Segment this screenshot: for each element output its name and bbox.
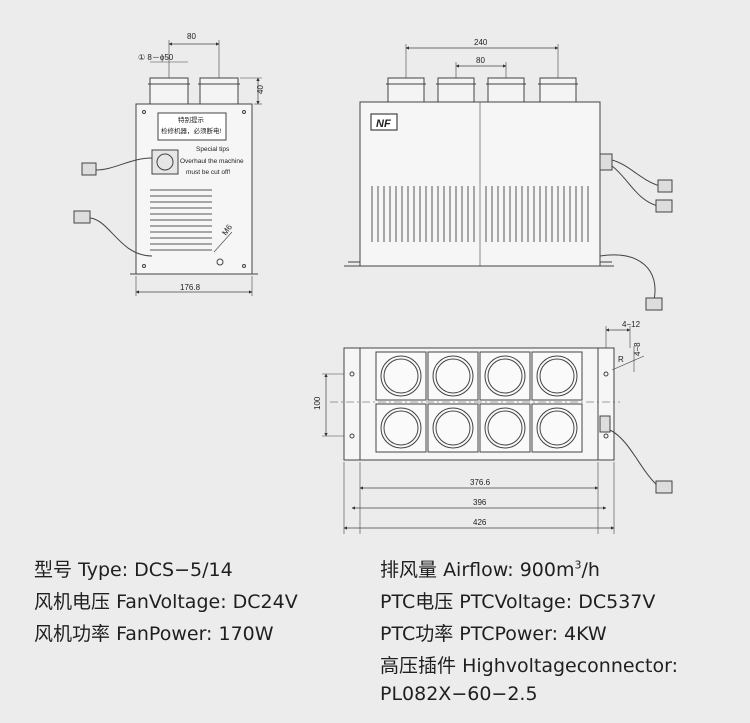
spec-ptcp-en: PTCPower: bbox=[459, 623, 558, 645]
spec-ptc-power: PTC功率 PTCPower: 4KW bbox=[380, 619, 607, 646]
spec-ptcv-cn: PTC电压 bbox=[380, 591, 454, 613]
front-dim-inner: 80 bbox=[476, 56, 485, 65]
spec-ptcp-cn: PTC功率 bbox=[380, 623, 454, 645]
top-dim-slot-1: 4−12 bbox=[622, 320, 641, 329]
spec-air-unit: /h bbox=[581, 559, 600, 581]
spec-air-sup: 3 bbox=[574, 558, 582, 572]
spec-hv-cn: 高压插件 bbox=[380, 655, 457, 677]
label-en-3: must be cut off! bbox=[186, 169, 231, 176]
spec-fanv-val: DC24V bbox=[232, 591, 298, 613]
spec-fan-power: 风机功率 FanPower: 170W bbox=[34, 619, 274, 646]
spec-fanp-cn: 风机功率 bbox=[34, 623, 111, 645]
spec-hv-value: PL082X−60−2.5 bbox=[380, 683, 538, 705]
side-view bbox=[73, 40, 262, 296]
spec-fan-voltage: 风机电压 FanVoltage: DC24V bbox=[34, 587, 298, 614]
top-dim-height: 100 bbox=[313, 396, 322, 410]
spec-fanp-en: FanPower: bbox=[116, 623, 213, 645]
spec-air-cn: 排风量 bbox=[380, 559, 438, 581]
top-dim-376: 376.6 bbox=[470, 478, 491, 487]
spec-ptcp-val: 4KW bbox=[564, 623, 607, 645]
spec-fanv-en: FanVoltage: bbox=[116, 591, 227, 613]
spec-hv-en: Highvoltageconnector: bbox=[462, 655, 678, 677]
spec-fanv-cn: 风机电压 bbox=[34, 591, 111, 613]
label-en-1: Special tips bbox=[196, 146, 230, 153]
top-dim-r: R bbox=[618, 355, 624, 364]
spec-fanp-val: 170W bbox=[218, 623, 274, 645]
front-view bbox=[344, 44, 673, 311]
spec-air-en: Airflow: bbox=[443, 559, 514, 581]
side-dim-top: 80 bbox=[187, 32, 196, 41]
fan-grid bbox=[375, 351, 583, 453]
side-dim-right: 40 bbox=[256, 85, 265, 94]
top-dim-426: 426 bbox=[473, 518, 487, 527]
spec-type-en: Type: bbox=[78, 559, 129, 581]
spec-ptcv-val: DC537V bbox=[578, 591, 656, 613]
label-cn-2: 检修机器，必须断电! bbox=[161, 126, 222, 135]
spec-type: 型号 Type: DCS−5/14 bbox=[34, 555, 233, 582]
spec-hv-connector: 高压插件 Highvoltageconnector: bbox=[380, 651, 678, 678]
top-dim-396: 396 bbox=[473, 498, 487, 507]
front-dim-outer: 240 bbox=[474, 38, 488, 47]
front-grille bbox=[371, 186, 589, 242]
side-dim-bottom: 176.8 bbox=[180, 283, 201, 292]
spec-ptc-voltage: PTC电压 PTCVoltage: DC537V bbox=[380, 587, 655, 614]
nf-logo: NF bbox=[376, 118, 391, 130]
side-dim-port: ① 8－ϕ50 bbox=[138, 53, 174, 62]
spec-air-val: 900m bbox=[519, 559, 575, 581]
spec-type-val: DCS−5/14 bbox=[134, 559, 233, 581]
spec-type-cn: 型号 bbox=[34, 559, 73, 581]
technical-drawing: 80 ① 8－ϕ50 40 176.8 特别提示 检修机器，必须断电! Spec… bbox=[73, 32, 673, 534]
spec-ptcv-en: PTCVoltage: bbox=[459, 591, 573, 613]
top-view bbox=[322, 326, 673, 534]
label-cn-1: 特别提示 bbox=[178, 115, 205, 124]
spec-airflow: 排风量 Airflow: 900m3/h bbox=[380, 555, 600, 582]
side-grille bbox=[150, 189, 212, 251]
top-dim-slot-2: 4−8 bbox=[633, 342, 642, 356]
spec-hv-val: PL082X−60−2.5 bbox=[380, 683, 538, 705]
label-en-2: Overhaul the machine bbox=[180, 158, 244, 165]
